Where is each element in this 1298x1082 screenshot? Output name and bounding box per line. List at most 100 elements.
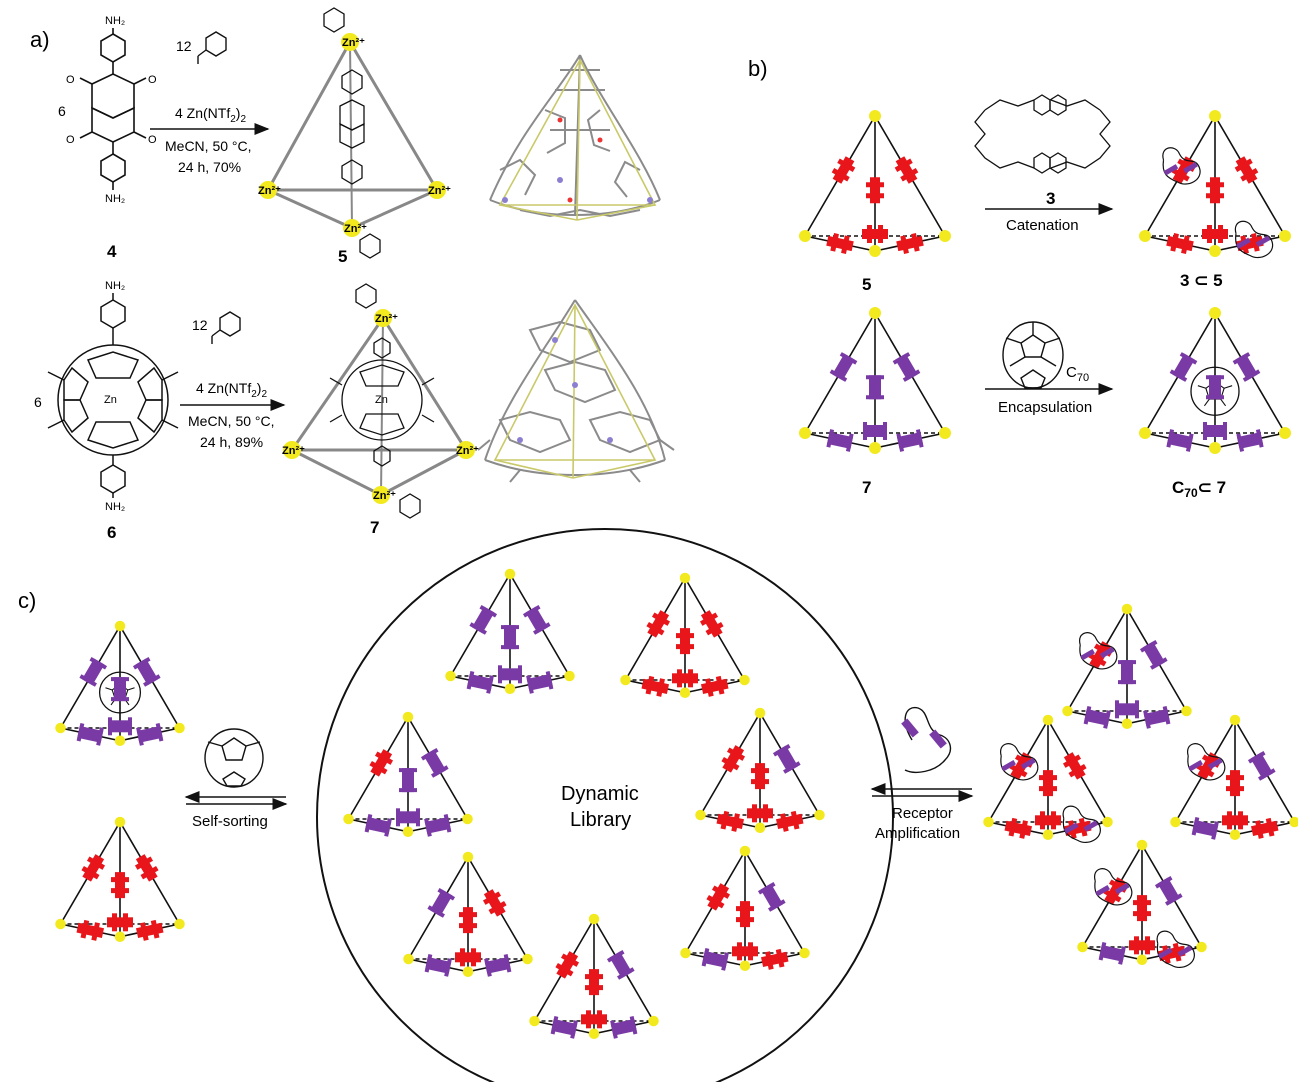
cage-7-schematic-edge-base-left: [826, 429, 854, 452]
label-4: 4: [107, 242, 117, 261]
amplified-cage-4: [1077, 839, 1207, 969]
conditions-1a: MeCN, 50 °C,: [165, 138, 252, 154]
library-cage-6-zn-vertex-2: [799, 947, 810, 959]
conditions-2a: MeCN, 50 °C,: [188, 413, 275, 429]
cage-c70-in-7-schematic-edge-base-right: [1236, 429, 1264, 452]
cage-5-schematic-zn-vertex-0: [869, 110, 881, 122]
cage-c70-in-7-schematic-zn-vertex-1: [1139, 427, 1151, 439]
sorted-c70-in-7-edge-back: [108, 717, 132, 736]
library-cage-2-edge-right: [699, 610, 724, 638]
library-cage-2-zn-vertex-1: [620, 674, 631, 686]
sorted-c70-in-7-zn-vertex-1: [55, 722, 66, 734]
zn-label-7a: Zn²⁺: [375, 313, 398, 325]
sorted-cage-5-zn-vertex-0: [114, 816, 126, 828]
amplified-cage-2-zn-vertex-0: [1042, 714, 1054, 726]
amplified-cage-2: [983, 714, 1113, 844]
library-cage-4-edge-right: [772, 743, 801, 774]
library-cage-3-edge-base-left: [364, 814, 392, 837]
nh2-bottom-label: NH₂: [105, 193, 125, 205]
sorted-cage-5-edge-back: [107, 913, 133, 932]
encapsulation-label: Encapsulation: [998, 399, 1092, 416]
library-cage-7-zn-vertex-0: [588, 913, 600, 925]
library-cage-1-edge-right: [522, 604, 551, 635]
library-cage-5-edge-vertical: [459, 907, 477, 934]
cage-5-schematic-edge-base-left: [826, 233, 854, 254]
self-sorting-label: Self-sorting: [192, 813, 268, 830]
library-cage-7-edge-left: [555, 951, 580, 979]
catenation-label: Catenation: [1006, 217, 1079, 234]
amplified-cage-1-zn-vertex-1: [1062, 705, 1073, 717]
library-cage-1-edge-back: [498, 665, 522, 684]
cage-5-structure: [259, 7, 446, 259]
library-cage-1-edge-base-left: [466, 671, 494, 694]
sorted-c70-in-7-zn-vertex-3: [114, 735, 126, 746]
library-cage-2-edge-vertical: [676, 628, 694, 655]
sorted-cage-5-edge-left: [81, 854, 106, 882]
sorted-cage-5: [55, 816, 185, 942]
o-label-2: O: [148, 74, 157, 86]
library-cage-7-edge-right: [606, 949, 635, 980]
library-cage-5-edge-left: [427, 887, 456, 918]
cage-7-schematic-zn-vertex-2: [939, 427, 951, 439]
amplified-cage-3: [1170, 714, 1298, 840]
nh2-bottom-label-6: NH₂: [105, 501, 125, 513]
library-cage-5-zn-vertex-0: [462, 851, 474, 863]
cage-7-schematic-zn-vertex-1: [799, 427, 811, 439]
pyridine-aldehyde-2: [211, 311, 241, 344]
cage-5-schematic-edge-vertical: [866, 177, 884, 204]
conditions-2b: 24 h, 89%: [200, 434, 263, 450]
library-cage-7-zn-vertex-3: [588, 1028, 600, 1039]
nh2-top-label: NH₂: [105, 15, 125, 27]
cage-3-in-5-schematic-edge-base-left: [1166, 233, 1194, 254]
library-cage-2-zn-vertex-2: [739, 674, 750, 686]
library-cage-1-zn-vertex-0: [504, 568, 516, 580]
library-cage-5-zn-vertex-3: [462, 966, 474, 977]
library-cage-6-edge-base-left: [701, 948, 729, 971]
amplified-cage-2-edge-back: [1035, 811, 1061, 830]
library-cage-6-edge-right: [757, 881, 786, 912]
library-cage-6-zn-vertex-0: [739, 845, 751, 857]
amplified-cage-4-zn-vertex-0: [1136, 839, 1148, 851]
cage-5-schematic-edge-right: [894, 156, 919, 184]
cage-5-schematic-zn-vertex-2: [939, 230, 951, 242]
amplified-cage-1-zn-vertex-3: [1121, 718, 1133, 729]
panel-c-label: c): [18, 588, 36, 613]
scheme-c-cages: [55, 568, 1298, 1039]
library-cage-3-edge-back: [396, 808, 420, 827]
cage-3-in-5-schematic-zn-vertex-0: [1209, 110, 1221, 122]
library-cage-3-edge-base-right: [424, 814, 452, 837]
library-cage-1-edge-base-right: [526, 671, 554, 694]
library-cage-1-zn-vertex-1: [445, 670, 456, 682]
cage-c70-in-7-schematic-edge-vertical: [1206, 375, 1224, 400]
zn-label-7b: Zn²⁺: [282, 445, 305, 457]
library-cage-6-edge-left: [706, 883, 731, 911]
crown-ether-receptor-icon: [901, 706, 952, 773]
metal-2: 4 Zn(NTf2)2: [196, 380, 267, 400]
scheme-b-cages: [799, 110, 1291, 454]
zn-label-5c: Zn²⁺: [428, 185, 451, 197]
amplified-cage-4-zn-vertex-2: [1196, 941, 1207, 953]
sorted-cage-5-edge-base-left: [76, 919, 105, 941]
sorted-c70-in-7-edge-right: [132, 656, 161, 687]
zn-label-7c: Zn²⁺: [456, 445, 479, 457]
cage-5-schematic-edge-base-right: [896, 233, 924, 254]
library-cage-2-zn-vertex-0: [679, 572, 691, 584]
conditions-1b: 24 h, 70%: [178, 159, 241, 175]
amplified-cage-1-zn-vertex-2: [1181, 705, 1192, 717]
amplified-cage-2-edge-base-left: [1004, 817, 1033, 839]
library-cage-1-edge-left: [469, 604, 498, 635]
label-cage-7-b: 7: [862, 478, 871, 497]
zn-label-7d: Zn²⁺: [373, 490, 396, 502]
library-cage-7-edge-back: [581, 1010, 607, 1029]
cage-5-schematic: [799, 110, 951, 257]
library-cage-2-edge-back: [672, 669, 698, 688]
pyridine-aldehyde-1: [197, 31, 227, 64]
amplified-cage-3-edge-right: [1247, 750, 1276, 781]
cage-c70-in-7-schematic-zn-vertex-3: [1209, 442, 1221, 454]
sorted-c70-in-7-edge-base-right: [136, 723, 164, 746]
panel-b-label: b): [748, 56, 768, 81]
equiv-aldehyde-1: 12: [176, 38, 192, 54]
amplified-cage-3-receptor-0: [1187, 743, 1226, 781]
amplified-cage-1-zn-vertex-0: [1121, 603, 1133, 615]
label-c70-in-7: C70⊂ 7: [1172, 478, 1226, 500]
